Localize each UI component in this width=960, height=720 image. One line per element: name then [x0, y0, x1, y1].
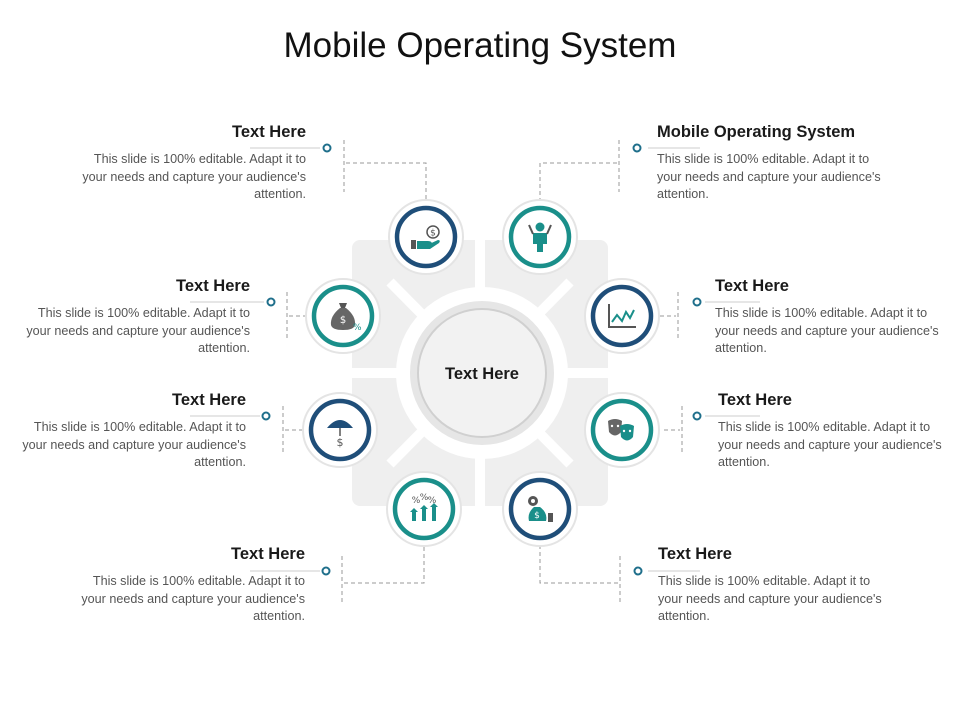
text-block-top-right: Mobile Operating System This slide is 10… — [657, 123, 897, 204]
block-body: This slide is 100% editable. Adapt it to… — [26, 306, 250, 355]
svg-text:$: $ — [337, 436, 344, 449]
text-block-mid-right-2: Text Here This slide is 100% editable. A… — [718, 391, 958, 472]
svg-text:%: % — [428, 496, 437, 506]
block-heading: Text Here — [715, 277, 789, 295]
percent-arrows-icon: % % % — [387, 472, 461, 546]
block-heading: Text Here — [172, 391, 246, 409]
theater-masks-icon — [585, 393, 659, 467]
svg-text:$: $ — [430, 229, 436, 239]
page-title: Mobile Operating System — [283, 26, 677, 65]
text-block-bottom-right: Text Here This slide is 100% editable. A… — [658, 545, 898, 626]
block-body: This slide is 100% editable. Adapt it to… — [81, 574, 305, 623]
text-block-mid-right-1: Text Here This slide is 100% editable. A… — [715, 277, 955, 358]
text-block-bottom-left: Text Here This slide is 100% editable. A… — [65, 545, 305, 626]
umbrella-dollar-icon: $ — [303, 393, 377, 467]
text-block-top-left: Text Here This slide is 100% editable. A… — [66, 123, 306, 204]
money-bag-icon: $ % — [306, 279, 380, 353]
svg-text:%: % — [420, 493, 429, 503]
text-block-mid-left-1: Text Here This slide is 100% editable. A… — [10, 277, 250, 358]
money-hand-icon: $ — [389, 200, 463, 274]
svg-text:$: $ — [534, 511, 540, 521]
block-heading: Text Here — [176, 277, 250, 295]
block-body: This slide is 100% editable. Adapt it to… — [82, 152, 306, 201]
svg-text:%: % — [412, 496, 421, 506]
connector-dots — [261, 143, 702, 576]
block-body: This slide is 100% editable. Adapt it to… — [715, 306, 939, 355]
line-chart-icon — [585, 279, 659, 353]
block-heading: Text Here — [232, 123, 306, 141]
block-body: This slide is 100% editable. Adapt it to… — [658, 574, 882, 623]
svg-text:$: $ — [340, 315, 346, 326]
businessman-icon — [503, 200, 577, 274]
block-body: This slide is 100% editable. Adapt it to… — [22, 420, 246, 469]
block-heading: Text Here — [231, 545, 305, 563]
block-body: This slide is 100% editable. Adapt it to… — [657, 152, 881, 201]
block-body: This slide is 100% editable. Adapt it to… — [718, 420, 942, 469]
connectors — [190, 140, 760, 604]
text-block-mid-left-2: Text Here This slide is 100% editable. A… — [6, 391, 246, 472]
svg-text:%: % — [353, 323, 362, 333]
center-label: Text Here — [445, 365, 519, 383]
hand-dollar-gear-icon: $ — [503, 472, 577, 546]
block-heading: Text Here — [658, 545, 732, 563]
center-hub — [396, 287, 568, 459]
block-heading: Mobile Operating System — [657, 123, 856, 141]
block-heading: Text Here — [718, 391, 792, 409]
